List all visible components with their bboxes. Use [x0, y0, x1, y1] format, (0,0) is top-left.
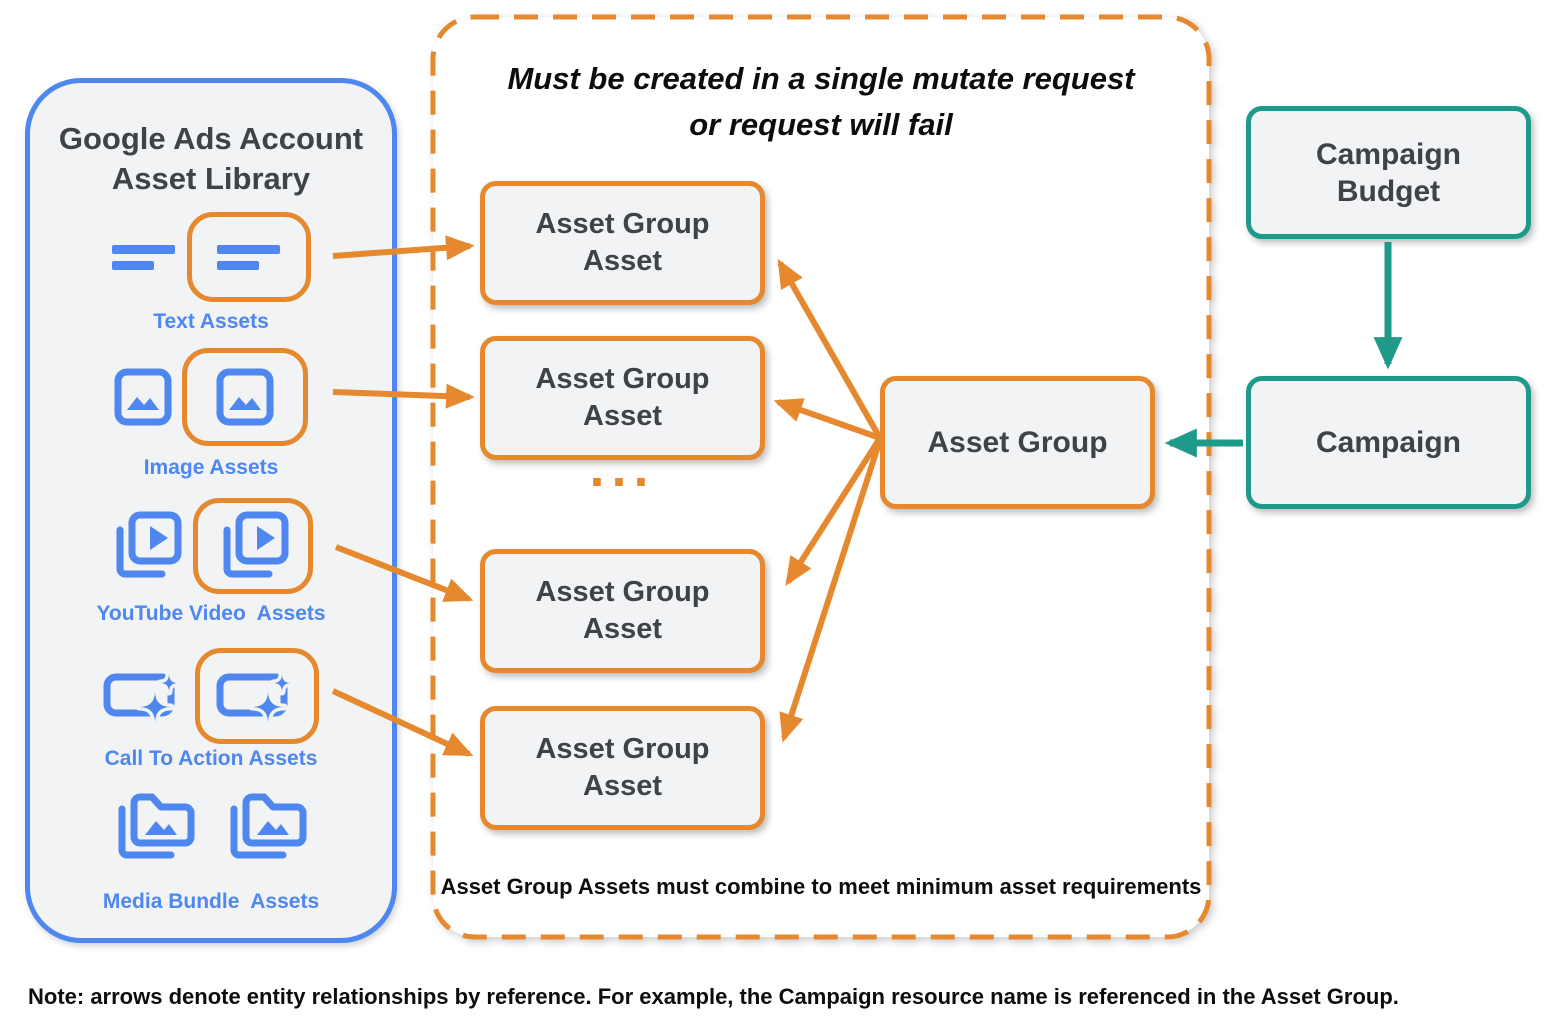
campaign-budget-box: Campaign Budget	[1246, 106, 1531, 239]
mutate-panel-title: Must be created in a single mutate reque…	[430, 56, 1212, 148]
text-asset-icon	[217, 245, 280, 270]
mutate-request-panel: Must be created in a single mutate reque…	[430, 14, 1212, 940]
asset-group-asset-1-line1: Asset Group	[535, 208, 710, 240]
youtube-assets-row	[30, 498, 392, 594]
more-assets-ellipsis: ...	[589, 438, 656, 498]
asset-group-asset-4-line2: Asset	[583, 770, 662, 802]
youtube-video-asset-ring	[193, 498, 313, 594]
media-bundle-asset-icon	[118, 793, 195, 859]
asset-group-asset-box-1: Asset Group Asset	[480, 181, 765, 305]
text-assets-label: Text Assets	[153, 310, 269, 333]
campaign-budget-line2: Budget	[1336, 174, 1441, 208]
text-asset-ring	[187, 212, 311, 302]
asset-group-box: Asset Group	[880, 376, 1155, 509]
asset-library-panel: Google Ads Account Asset Library Text As…	[25, 78, 397, 943]
media-bundle-assets-row	[30, 785, 392, 863]
asset-group-asset-2-line2: Asset	[583, 400, 662, 432]
media-bundle-asset-icon	[230, 793, 307, 859]
asset-group-asset-4-line1: Asset Group	[535, 733, 710, 765]
youtube-assets-label: YouTube Video Assets	[96, 602, 326, 625]
text-asset-icon	[112, 245, 175, 270]
image-assets-row	[30, 348, 392, 446]
asset-library-title-line1: Google Ads Account	[58, 121, 364, 156]
cta-assets-row	[30, 648, 392, 744]
youtube-video-asset-icon	[223, 511, 289, 578]
footer-note: Note: arrows denote entity relationships…	[28, 984, 1399, 1009]
asset-group-asset-2-line1: Asset Group	[535, 363, 710, 395]
mutate-title-line1: Must be created in a single mutate reque…	[507, 61, 1135, 96]
asset-group-asset-box-3: Asset Group Asset	[480, 549, 765, 673]
asset-group-asset-3-line2: Asset	[583, 613, 662, 645]
image-asset-ring	[182, 348, 308, 446]
image-asset-icon	[114, 368, 172, 426]
image-asset-icon	[216, 368, 274, 426]
text-assets-row	[30, 212, 392, 302]
asset-library-title-line2: Asset Library	[111, 161, 311, 196]
asset-group-asset-box-4: Asset Group Asset	[480, 706, 765, 830]
media-bundle-assets-label: Media Bundle Assets	[102, 890, 320, 913]
call-to-action-asset-ring	[195, 648, 319, 744]
cta-assets-label: Call To Action Assets	[104, 747, 318, 770]
youtube-video-asset-icon	[116, 511, 182, 578]
asset-group-asset-3-line1: Asset Group	[535, 576, 710, 608]
call-to-action-asset-icon	[216, 670, 295, 724]
campaign-budget-line1: Campaign	[1315, 137, 1462, 171]
call-to-action-asset-icon	[103, 670, 182, 724]
mutate-title-line2: or request will fail	[689, 107, 953, 142]
image-assets-label: Image Assets	[143, 456, 279, 479]
campaign-box: Campaign	[1246, 376, 1531, 509]
campaign-label: Campaign	[1315, 426, 1462, 459]
asset-library-title: Google Ads Account Asset Library	[30, 119, 392, 199]
asset-group-asset-box-2: Asset Group Asset	[480, 336, 765, 460]
mutate-panel-footnote: Asset Group Assets must combine to meet …	[440, 874, 1202, 899]
asset-group-label: Asset Group	[927, 426, 1108, 459]
asset-group-asset-1-line2: Asset	[583, 245, 662, 277]
